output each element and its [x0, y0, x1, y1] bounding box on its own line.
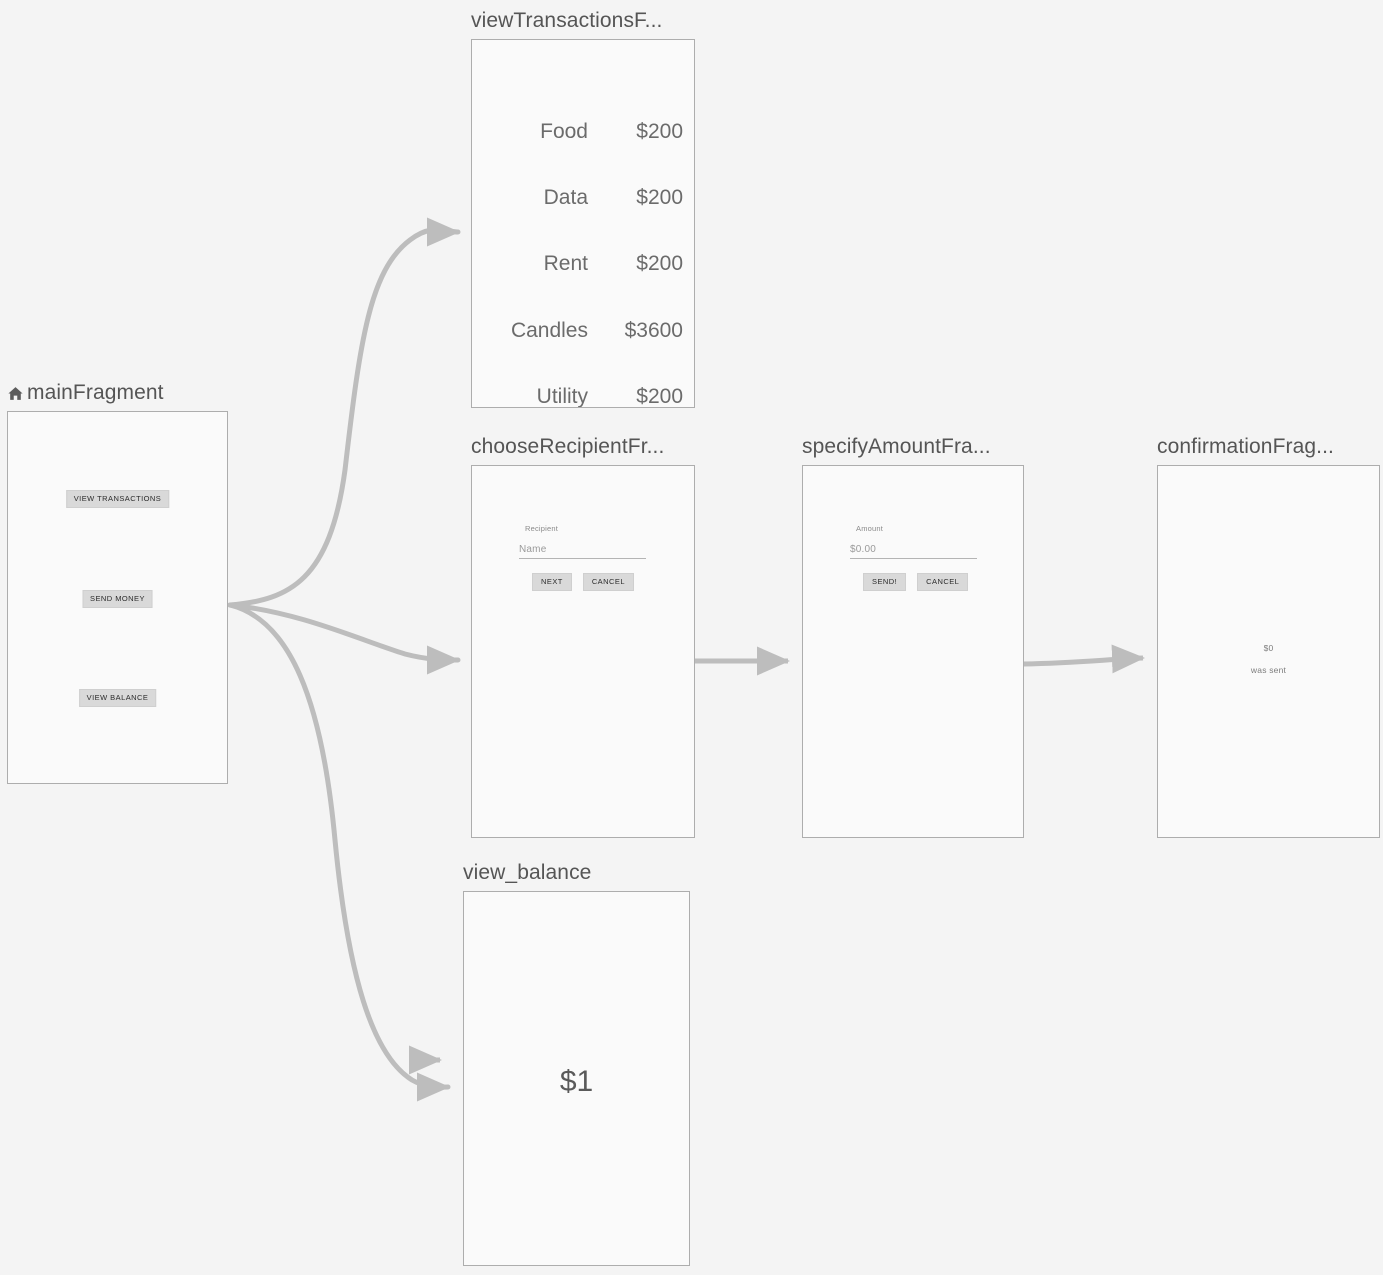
transaction-amount: $3600 [624, 319, 683, 342]
transaction-amount: $200 [636, 252, 683, 275]
node-title-text: viewTransactionsF... [471, 9, 663, 32]
confirmation-amount: $0 [1263, 643, 1274, 653]
edge-main-to-view-balance [227, 602, 451, 1102]
transaction-name: Food [540, 120, 588, 143]
node-label-view-balance: view_balance [463, 862, 690, 891]
transaction-amount: $200 [636, 385, 683, 408]
node-label-specify-amount: specifyAmountFra... [802, 436, 1024, 465]
node-view-balance[interactable]: view_balance $1 [463, 862, 690, 1266]
node-frame-specify-amount[interactable]: Amount $0.00 SEND! CANCEL [802, 465, 1024, 838]
node-label-confirmation: confirmationFrag... [1157, 436, 1380, 465]
amount-form-actions: SEND! CANCEL [850, 573, 990, 591]
node-confirmation-fragment[interactable]: confirmationFrag... $0 was sent [1157, 436, 1380, 838]
confirmation-message-block: $0 was sent [1158, 643, 1379, 675]
node-frame-confirmation[interactable]: $0 was sent [1157, 465, 1380, 838]
transaction-name: Rent [543, 252, 588, 275]
send-button[interactable]: SEND! [863, 573, 907, 591]
transaction-row: Food $200 [472, 120, 694, 144]
node-frame-main-fragment[interactable]: VIEW TRANSACTIONS SEND MONEY VIEW BALANC… [7, 411, 228, 784]
node-frame-choose-recipient[interactable]: Recipient Name NEXT CANCEL [471, 465, 695, 838]
amount-caption: Amount [856, 524, 884, 533]
preview-button-view-balance[interactable]: VIEW BALANCE [78, 689, 157, 707]
recipient-caption: Recipient [525, 524, 559, 533]
home-icon [7, 385, 24, 402]
node-label-view-transactions: viewTransactionsF... [471, 10, 695, 39]
node-frame-view-transactions[interactable]: Food $200 Data $200 Rent $200 Candles $3… [471, 39, 695, 408]
recipient-name-input[interactable]: Name [519, 544, 646, 559]
node-label-choose-recipient: chooseRecipientFr... [471, 436, 695, 465]
node-specify-amount-fragment[interactable]: specifyAmountFra... Amount $0.00 SEND! C… [802, 436, 1024, 838]
transaction-name: Candles [510, 319, 588, 342]
transaction-row: Rent $200 [472, 252, 694, 276]
cancel-button[interactable]: CANCEL [582, 573, 634, 591]
node-frame-view-balance[interactable]: $1 [463, 891, 690, 1266]
confirmation-sent-text: was sent [1250, 665, 1287, 675]
node-title-text: specifyAmountFra... [802, 435, 991, 458]
node-label-main-fragment: mainFragment [7, 382, 228, 411]
transaction-name: Data [543, 186, 588, 209]
amount-input[interactable]: $0.00 [850, 544, 977, 559]
node-title-text: confirmationFrag... [1157, 435, 1334, 458]
preview-button-view-transactions[interactable]: VIEW TRANSACTIONS [65, 490, 170, 508]
transaction-row: Data $200 [472, 186, 694, 210]
next-button[interactable]: NEXT [532, 573, 572, 591]
transaction-name: Utility [536, 385, 588, 408]
node-title-text: chooseRecipientFr... [471, 435, 665, 458]
recipient-form-actions: NEXT CANCEL [519, 573, 659, 591]
node-view-transactions-fragment[interactable]: viewTransactionsF... Food $200 Data $200… [471, 10, 695, 408]
node-title-text: view_balance [463, 861, 592, 884]
edge-main-to-choose-recipient [227, 602, 461, 675]
cancel-button[interactable]: CANCEL [917, 573, 969, 591]
node-title-text: mainFragment [27, 381, 164, 404]
node-choose-recipient-fragment[interactable]: chooseRecipientFr... Recipient Name NEXT… [471, 436, 695, 838]
transaction-amount: $200 [636, 186, 683, 209]
edge-main-to-view-transactions [227, 217, 461, 608]
preview-button-send-money[interactable]: SEND MONEY [82, 590, 153, 608]
amount-form: Amount $0.00 SEND! CANCEL [850, 524, 990, 591]
transaction-row: Utility $200 [472, 385, 694, 408]
recipient-form: Recipient Name NEXT CANCEL [519, 524, 659, 591]
edge-specify-amount-to-confirmation [1022, 644, 1145, 674]
node-main-fragment[interactable]: mainFragment VIEW TRANSACTIONS SEND MONE… [7, 382, 228, 784]
balance-amount: $1 [559, 1065, 594, 1098]
transaction-row: Candles $3600 [472, 319, 694, 343]
transaction-amount: $200 [636, 120, 683, 143]
